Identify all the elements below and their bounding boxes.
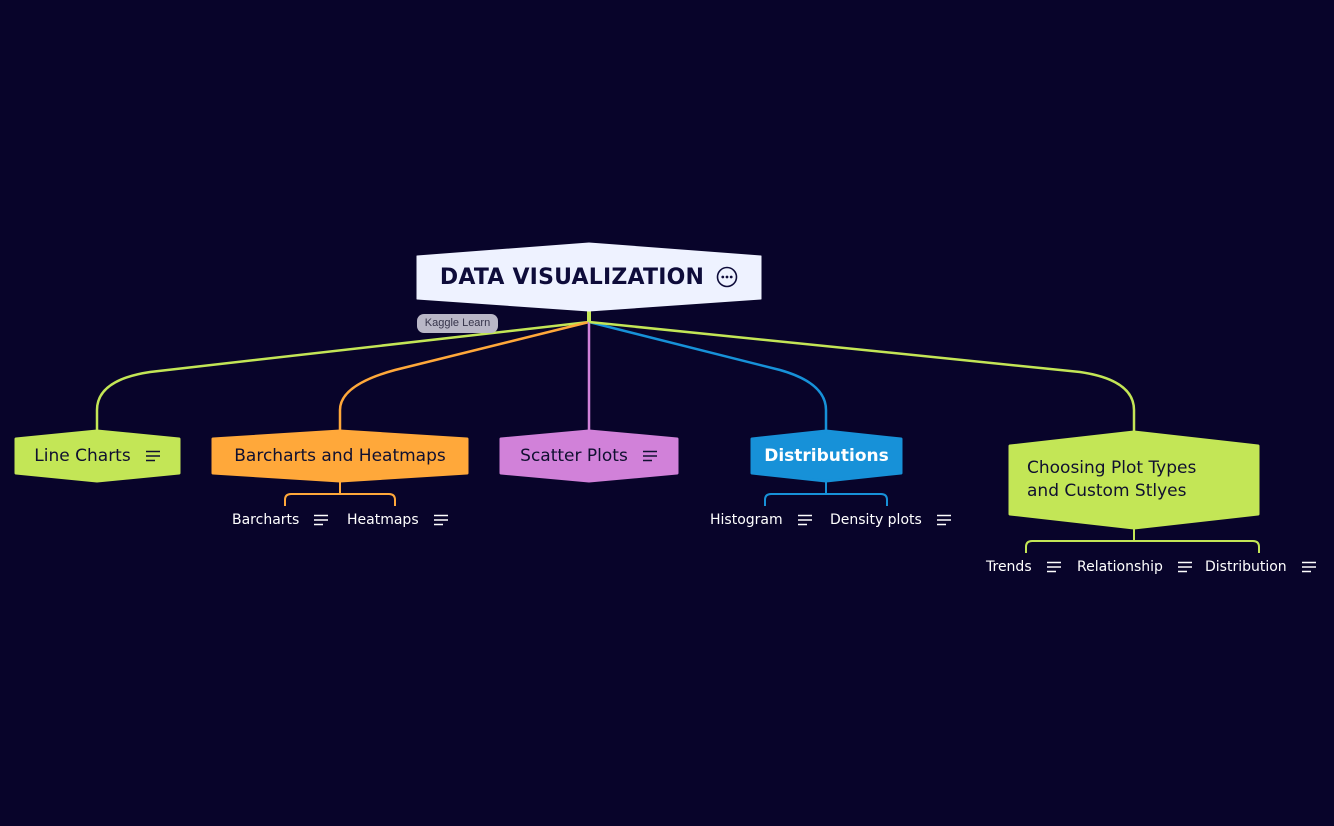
subtopic-barcharts[interactable]: Barcharts [232, 509, 329, 531]
bracket-choosing [1025, 527, 1260, 553]
notes-icon[interactable] [642, 450, 658, 462]
subtopic-heatmaps[interactable]: Heatmaps [347, 509, 449, 531]
connector-barcharts [338, 320, 590, 437]
subtopic-relationship[interactable]: Relationship [1077, 556, 1193, 578]
bracket-barcharts [284, 480, 396, 506]
root-stem [587, 306, 591, 322]
node-barcharts-label: Barcharts and Heatmaps [234, 446, 446, 466]
subtopic-distribution[interactable]: Distribution [1205, 556, 1317, 578]
subtopic-heatmaps-label: Heatmaps [347, 512, 419, 528]
line-charts-shape [14, 429, 181, 483]
root-node[interactable]: DATA VISUALIZATION [417, 254, 761, 300]
choosing-shape [1008, 430, 1260, 530]
notes-icon[interactable] [145, 450, 161, 462]
bracket-distributions [764, 480, 888, 506]
subtopic-density-plots-label: Density plots [830, 512, 922, 528]
node-line-charts[interactable]: Line Charts [16, 439, 179, 473]
node-scatter-label: Scatter Plots [520, 446, 628, 466]
root-node-shape [416, 242, 762, 312]
notes-icon[interactable] [936, 514, 952, 526]
node-choosing-label: Choosing Plot Types and Custom Stlyes [1027, 458, 1197, 501]
barcharts-shape [211, 429, 469, 483]
notes-icon[interactable] [433, 514, 449, 526]
subtopic-distribution-label: Distribution [1205, 559, 1287, 575]
subtopic-histogram-label: Histogram [710, 512, 783, 528]
distributions-shape [750, 429, 903, 483]
notes-icon[interactable] [797, 514, 813, 526]
more-horizontal-icon[interactable] [716, 266, 738, 288]
node-barcharts-and-heatmaps[interactable]: Barcharts and Heatmaps [213, 439, 467, 473]
notes-icon[interactable] [1046, 561, 1062, 573]
scatter-shape [499, 429, 679, 483]
subtopic-trends-label: Trends [986, 559, 1032, 575]
notes-icon[interactable] [1301, 561, 1317, 573]
connector-line-charts [95, 320, 590, 437]
subtopic-barcharts-label: Barcharts [232, 512, 300, 528]
node-choosing-plot-types[interactable]: Choosing Plot Types and Custom Stlyes [1010, 446, 1258, 514]
notes-icon[interactable] [1177, 561, 1193, 573]
connector-distributions [588, 320, 828, 437]
node-distributions-label: Distributions [764, 446, 889, 466]
root-tag[interactable]: Kaggle Learn [417, 314, 498, 333]
subtopic-trends[interactable]: Trends [986, 556, 1062, 578]
subtopic-relationship-label: Relationship [1077, 559, 1163, 575]
subtopic-density-plots[interactable]: Density plots [830, 509, 952, 531]
subtopic-histogram[interactable]: Histogram [710, 509, 813, 531]
node-scatter-plots[interactable]: Scatter Plots [501, 439, 677, 473]
notes-icon[interactable] [313, 514, 329, 526]
node-line-charts-label: Line Charts [34, 446, 131, 466]
root-title: DATA VISUALIZATION [439, 264, 705, 290]
node-distributions[interactable]: Distributions [752, 439, 901, 473]
connector-choosing [588, 320, 1136, 432]
